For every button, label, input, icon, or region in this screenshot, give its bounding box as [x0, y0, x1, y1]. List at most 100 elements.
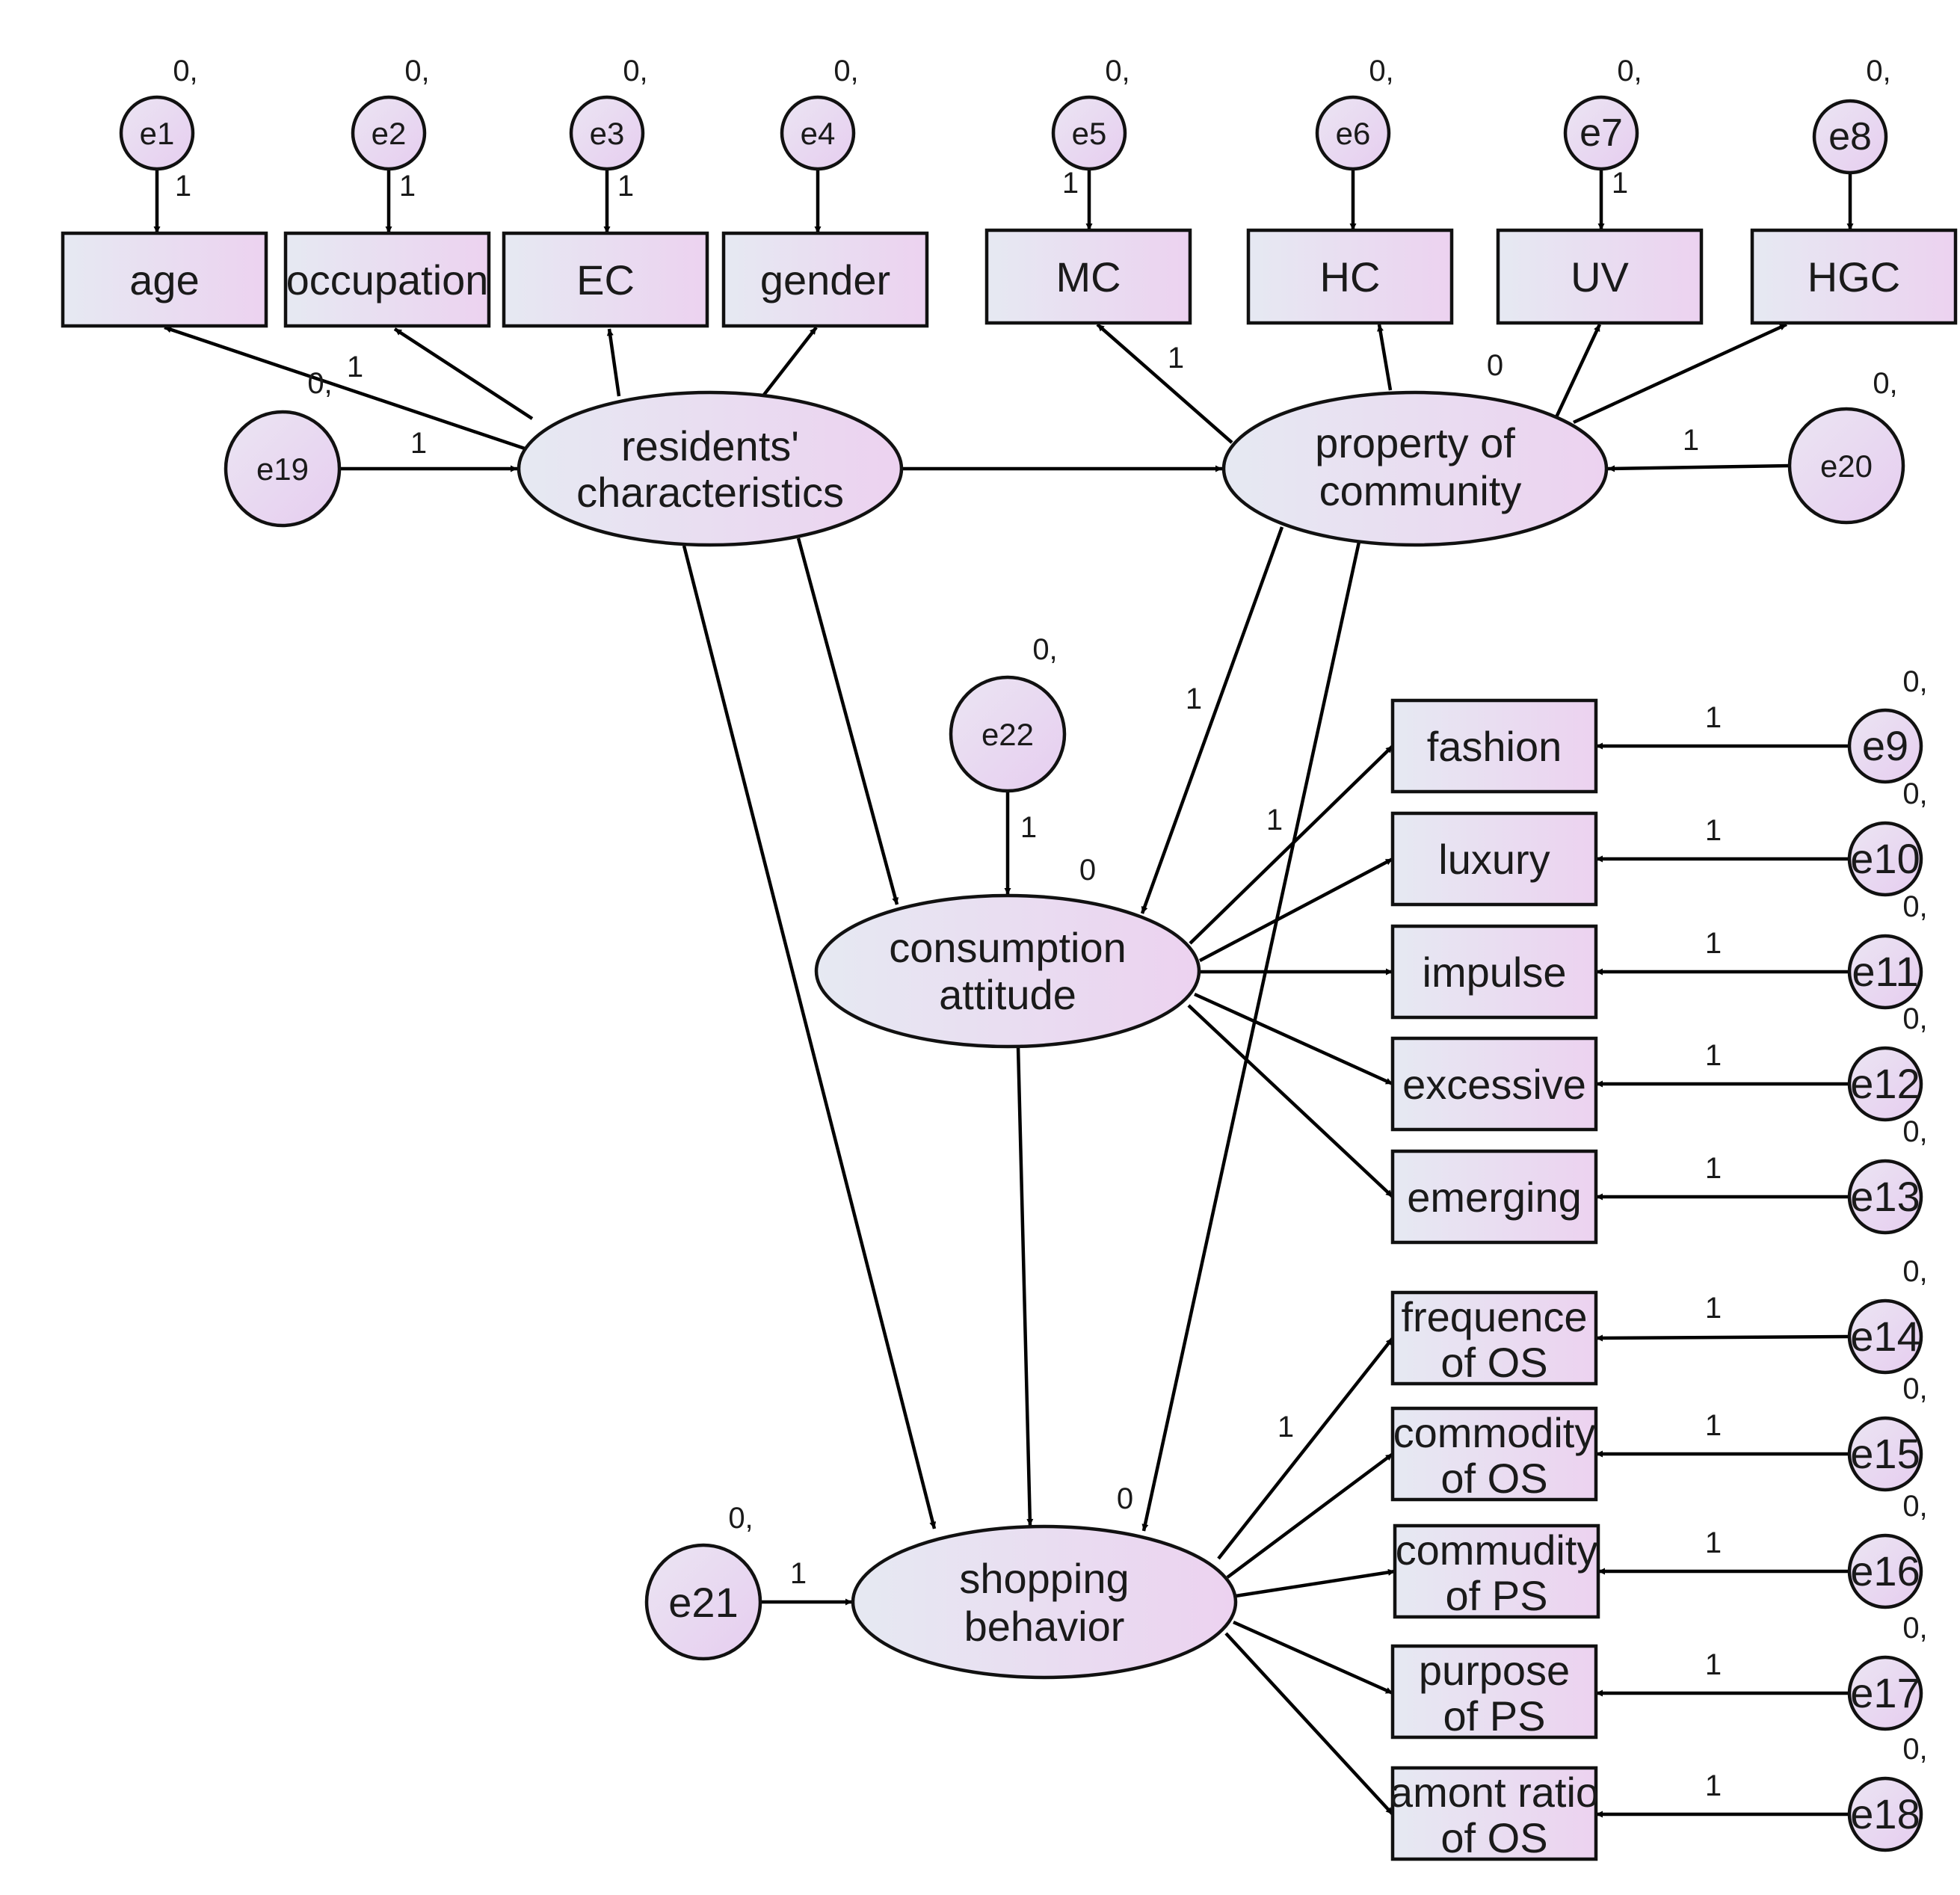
- variance-label-e16: 0,: [1902, 1490, 1927, 1523]
- edge-shopping-commudity: [1235, 1568, 1396, 1598]
- variance-label-e10: 0,: [1902, 777, 1927, 810]
- svg-text:of PS: of PS: [1443, 1692, 1546, 1740]
- error-e3: e3: [569, 95, 645, 171]
- edge-consumption-fashion: [1189, 745, 1394, 945]
- edge-shopping-frequence: [1217, 1337, 1394, 1560]
- weight-label-e14: 1: [1705, 1292, 1722, 1325]
- edge-property-hc: [1377, 324, 1393, 391]
- weight-label-e17: 1: [1705, 1648, 1722, 1681]
- edge-property-mc: [1096, 323, 1233, 444]
- svg-text:residents': residents': [621, 422, 799, 469]
- error-e10: e10: [1847, 821, 1923, 897]
- latent-residents-characteristics: residents' characteristics: [517, 390, 904, 547]
- svg-text:e19: e19: [256, 452, 309, 487]
- edge-property-shopping: [1141, 541, 1361, 1532]
- edge-consumption-emerging: [1187, 1004, 1394, 1198]
- svg-text:commudity: commudity: [1396, 1526, 1598, 1574]
- variance-label-e21: 0,: [728, 1502, 753, 1535]
- observed-mc: MC: [984, 228, 1192, 325]
- svg-text:gender: gender: [760, 256, 890, 303]
- svg-text:of PS: of PS: [1446, 1572, 1548, 1619]
- observed-age: age: [61, 231, 268, 328]
- edge-consumption-excessive: [1194, 992, 1393, 1086]
- svg-text:e1: e1: [140, 116, 175, 151]
- observed-hc: HC: [1246, 228, 1454, 325]
- edge-shopping-commodity: [1226, 1452, 1394, 1579]
- svg-text:e12: e12: [1850, 1060, 1920, 1107]
- svg-text:of OS: of OS: [1440, 1339, 1547, 1386]
- weight-label-e20: 1: [1683, 424, 1699, 457]
- weight-label-age: 1: [347, 351, 363, 383]
- edge-residents-ec: [606, 328, 621, 397]
- svg-text:e8: e8: [1828, 115, 1872, 158]
- svg-text:e5: e5: [1072, 116, 1107, 151]
- edge-property-consumption: [1140, 526, 1284, 914]
- error-e12: e12: [1847, 1046, 1923, 1122]
- error-e17: e17: [1847, 1655, 1923, 1731]
- svg-text:consumption: consumption: [889, 924, 1127, 971]
- svg-text:e16: e16: [1850, 1547, 1920, 1594]
- observed-hgc: HGC: [1750, 228, 1958, 325]
- variance-label-e22: 0,: [1032, 633, 1057, 666]
- edge-residents-age: [164, 325, 526, 451]
- error-e16: e16: [1847, 1533, 1923, 1609]
- error-e15: e15: [1847, 1416, 1923, 1492]
- error-e8: e8: [1812, 99, 1888, 175]
- edge-e20-property: [1607, 463, 1790, 472]
- edge-property-uv: [1554, 324, 1602, 418]
- variance-label-e1: 0,: [173, 55, 197, 87]
- observed-purpose-of-ps: purpose of PS: [1390, 1644, 1598, 1740]
- error-e14: e14: [1847, 1298, 1923, 1375]
- svg-text:e2: e2: [372, 116, 407, 151]
- svg-text:e4: e4: [801, 116, 836, 151]
- svg-text:emerging: emerging: [1407, 1174, 1581, 1221]
- edge-shopping-purpose: [1233, 1620, 1393, 1695]
- weight-label-e19: 1: [410, 427, 427, 460]
- weight-label-e9: 1: [1705, 701, 1722, 734]
- svg-text:attitude: attitude: [939, 971, 1076, 1018]
- svg-text:e6: e6: [1336, 116, 1371, 151]
- svg-text:e17: e17: [1850, 1669, 1920, 1716]
- svg-text:of OS: of OS: [1440, 1814, 1547, 1861]
- variance-label-e14: 0,: [1902, 1255, 1927, 1288]
- observed-uv: UV: [1496, 228, 1704, 325]
- error-e4: e4: [780, 95, 856, 171]
- edge-residents-consumption: [796, 537, 899, 905]
- svg-text:occupation: occupation: [286, 256, 489, 303]
- svg-text:impulse: impulse: [1423, 949, 1567, 996]
- weight-label-e3: 1: [617, 170, 634, 203]
- weight-label-e11: 1: [1705, 927, 1722, 960]
- svg-text:age: age: [129, 256, 199, 303]
- weight-label-property-consumption: 1: [1186, 682, 1202, 715]
- observed-commudity-of-ps: commudity of PS: [1393, 1523, 1600, 1619]
- variance-label-e9: 0,: [1902, 665, 1927, 698]
- svg-text:purpose: purpose: [1419, 1647, 1570, 1694]
- svg-text:HGC: HGC: [1808, 253, 1900, 301]
- error-e7: e7: [1563, 95, 1639, 171]
- variance-label-e11: 0,: [1902, 890, 1927, 923]
- observed-luxury: luxury: [1390, 811, 1598, 907]
- svg-text:behavior: behavior: [964, 1603, 1125, 1650]
- svg-text:luxury: luxury: [1438, 836, 1550, 883]
- svg-text:community: community: [1319, 467, 1522, 514]
- edge-residents-occupation: [393, 327, 534, 420]
- weight-label-e18: 1: [1705, 1769, 1722, 1802]
- svg-text:EC: EC: [576, 256, 635, 303]
- error-e13: e13: [1847, 1159, 1923, 1235]
- observed-frequence-of-os: frequence of OS: [1390, 1290, 1598, 1386]
- weight-label-mc: 1: [1168, 342, 1184, 375]
- svg-text:HC: HC: [1320, 253, 1381, 301]
- svg-text:shopping: shopping: [959, 1555, 1129, 1602]
- observed-ec: EC: [502, 231, 709, 328]
- observed-gender: gender: [721, 231, 929, 328]
- svg-text:excessive: excessive: [1402, 1061, 1586, 1108]
- svg-text:fashion: fashion: [1427, 723, 1562, 770]
- variance-label-e13: 0,: [1902, 1115, 1927, 1148]
- edge-shopping-amont: [1224, 1632, 1394, 1816]
- edge-property-hgc: [1573, 322, 1787, 425]
- error-e1: e1: [119, 95, 195, 171]
- svg-text:e21: e21: [668, 1579, 738, 1626]
- weight-label-e21: 1: [790, 1557, 807, 1590]
- variance-label-e12: 0,: [1902, 1002, 1927, 1035]
